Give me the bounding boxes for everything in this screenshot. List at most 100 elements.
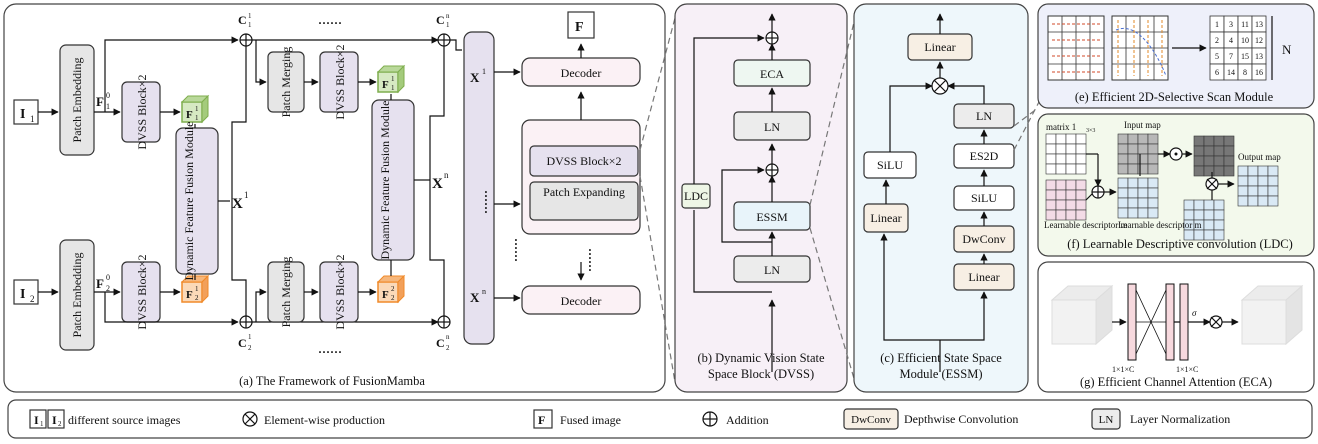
svg-text:LDC: LDC	[684, 189, 708, 203]
ldc-desc-grid-cell	[1193, 199, 1205, 211]
svg-text:0: 0	[106, 273, 110, 282]
feature-cube-orange-2	[376, 274, 406, 304]
svg-text:C: C	[436, 336, 445, 350]
ldc-input-grid-cell	[1127, 133, 1139, 145]
ldc-panel	[1037, 113, 1315, 257]
svg-text:n: n	[446, 333, 450, 341]
ldc-matrix-grid-cell	[1045, 163, 1057, 175]
svg-text:1: 1	[195, 285, 199, 293]
patch-embedding-top	[59, 44, 95, 156]
ldc-product-grid-cell	[1213, 145, 1225, 157]
ldc-output-grid-cell	[1267, 175, 1279, 187]
ldc-matrix-grid-cell	[1045, 143, 1057, 155]
fused-image-box	[567, 11, 595, 39]
svg-text:F: F	[186, 109, 193, 121]
svg-text:n: n	[446, 12, 450, 20]
svg-text:Decoder: Decoder	[561, 294, 602, 308]
ldc-output-grid-cell	[1257, 185, 1269, 197]
ldc-learn-m-grid-cell	[1055, 199, 1067, 211]
ldc-learn-mi-grid-cell	[1117, 207, 1129, 219]
feature-cube-orange-1	[180, 274, 210, 304]
svg-text:Linear: Linear	[968, 270, 999, 284]
scan-grid-number: 8	[1243, 68, 1247, 77]
svg-text:DwConv: DwConv	[962, 232, 1005, 246]
ldc-output-grid-cell	[1257, 175, 1269, 187]
ldc-input-grid-cell	[1147, 143, 1159, 155]
ldc-matrix-grid-cell	[1065, 163, 1077, 175]
ldc-output-grid-cell	[1257, 195, 1269, 207]
ldc-product-grid-cell	[1223, 135, 1235, 147]
input-i2-label: I	[20, 287, 25, 302]
legend-elementwise: Element-wise production	[264, 413, 385, 427]
scan-grid-number: 11	[1241, 20, 1249, 29]
ldc-input-grid-cell	[1127, 143, 1139, 155]
svg-text:SiLU: SiLU	[877, 158, 903, 172]
ldc-learn-m-grid-cell	[1045, 189, 1057, 201]
ldc-output-grid-cell	[1267, 165, 1279, 177]
svg-text:2: 2	[391, 294, 395, 302]
svg-text:1: 1	[248, 333, 252, 341]
svg-text:F: F	[538, 413, 545, 427]
dvss-panel	[674, 3, 848, 393]
ldc-input-grid-cell	[1117, 163, 1129, 175]
patch-embedding-bottom	[59, 239, 95, 351]
eca-dim1: 1×1×C	[1112, 365, 1134, 374]
legend	[7, 399, 1313, 439]
svg-text:(f) Learnable Descriptive conv: (f) Learnable Descriptive convolution (L…	[1067, 237, 1293, 251]
svg-text:(g) Efficient Channel Attentio: (g) Efficient Channel Attention (ECA)	[1080, 375, 1272, 389]
ldc-learn-m-grid-cell	[1075, 179, 1087, 191]
ldc-desc-grid-cell	[1203, 209, 1215, 221]
ldc-product-grid-cell	[1213, 165, 1225, 177]
ldc-product-grid-cell	[1193, 135, 1205, 147]
svg-text:ESSM: ESSM	[756, 210, 788, 224]
ldc-learn-m-grid-cell	[1065, 189, 1077, 201]
svg-text:SiLU: SiLU	[971, 191, 997, 205]
svg-text:1: 1	[40, 420, 44, 428]
legend-dwconv-box	[843, 408, 899, 430]
svg-text:(e) Efficient 2D-Selective Sca: (e) Efficient 2D-Selective Scan Module	[1075, 90, 1274, 104]
ldc-learn-mi-grid-cell	[1117, 177, 1129, 189]
svg-text:······: ······	[479, 190, 493, 214]
ldc-desc-grid-cell	[1213, 199, 1225, 211]
ldc-matrix-grid-cell	[1075, 163, 1087, 175]
ldc-learn-mi-grid-cell	[1127, 177, 1139, 189]
svg-text:C: C	[436, 13, 445, 27]
dvss-block-top-1-label: DVSS Block×2	[135, 74, 149, 149]
ldc-product-grid-cell	[1223, 145, 1235, 157]
svg-text:C: C	[238, 336, 247, 350]
ldc-output-grid-cell	[1247, 185, 1259, 197]
ldc-output-label: Output map	[1238, 152, 1281, 162]
svg-text:n: n	[482, 287, 486, 296]
ldc-learn-m-grid-cell	[1045, 209, 1057, 221]
svg-text:······: ······	[583, 248, 597, 272]
ldc-learn-m-grid-cell	[1055, 189, 1067, 201]
svg-text:2: 2	[195, 294, 199, 302]
feature-cube-green-1	[180, 94, 210, 124]
svg-text:C: C	[238, 13, 247, 27]
eca-weight-bar	[1179, 283, 1189, 361]
input-i1-sub: 1	[30, 114, 35, 124]
svg-text:Linear: Linear	[870, 211, 901, 225]
scan-grid-1	[1047, 15, 1105, 81]
scan-grid-number: 2	[1215, 36, 1219, 45]
ldc-matrix-grid-cell	[1075, 143, 1087, 155]
svg-text:DVSS Block×2: DVSS Block×2	[333, 44, 347, 119]
ldc-matrix-grid-cell	[1065, 153, 1077, 165]
svg-text:2: 2	[391, 285, 395, 293]
svg-text:Decoder: Decoder	[561, 66, 602, 80]
ldc-learn-m-grid-cell	[1045, 179, 1057, 191]
svg-text:(c) Efficient State Space: (c) Efficient State Space	[880, 351, 1002, 365]
svg-text:1: 1	[391, 75, 395, 83]
dffm-left-label: Dynamic Feature Fusion Module	[182, 122, 196, 281]
svg-text:n: n	[444, 170, 449, 180]
ldc-output-grid-cell	[1237, 175, 1249, 187]
legend-different: different source images	[68, 413, 181, 427]
scan-grid-number: 13	[1255, 52, 1263, 61]
scan-grid-number: 13	[1255, 20, 1263, 29]
ldc-output-grid-cell	[1267, 195, 1279, 207]
ldc-learn-mi-grid-cell	[1117, 197, 1129, 209]
ldc-learn-mi-grid-cell	[1147, 207, 1159, 219]
ldc-output-grid-cell	[1247, 195, 1259, 207]
ldc-matrix-grid-cell	[1065, 143, 1077, 155]
ldc-learn-m-grid-cell	[1075, 199, 1087, 211]
